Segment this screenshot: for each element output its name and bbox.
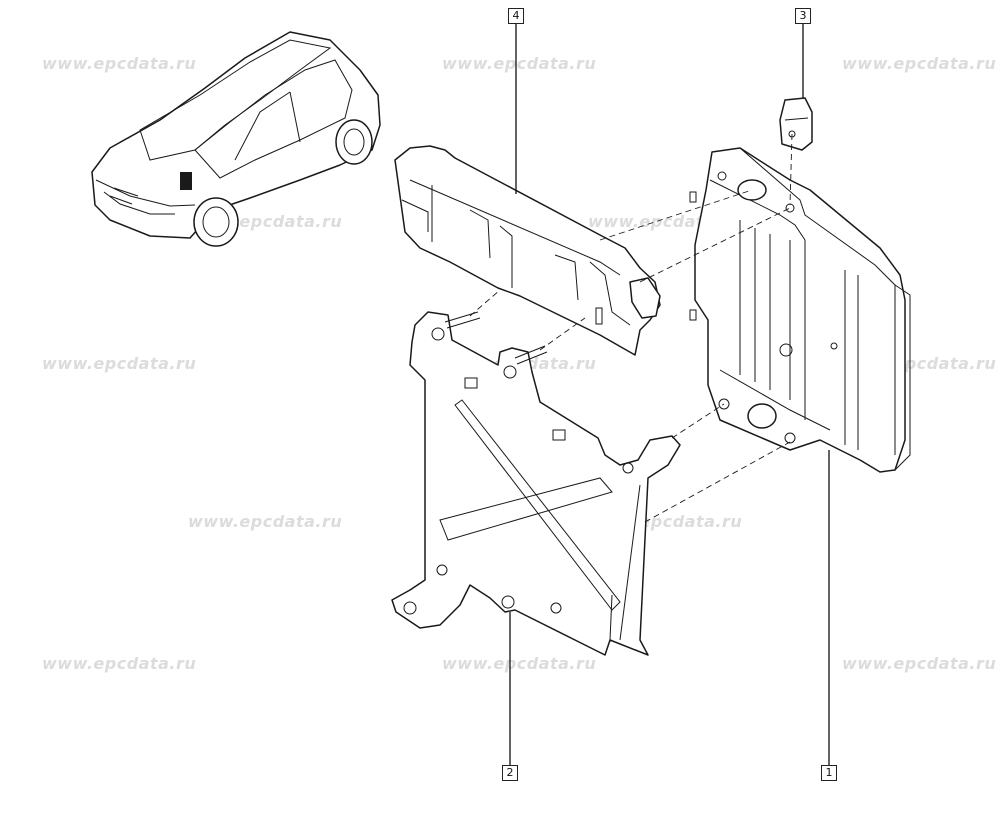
part-4-upper-bracket <box>394 145 661 356</box>
watermark: www.epcdata.ru <box>42 54 197 73</box>
part-3-clip <box>779 97 813 151</box>
part-1-ecu <box>689 147 911 473</box>
callout-3: 3 <box>795 8 811 24</box>
watermark: www.epcdata.ru <box>42 654 197 673</box>
watermark: www.epcdata.ru <box>42 354 197 373</box>
callout-leaders <box>509 24 830 765</box>
assembly-lines <box>469 133 793 523</box>
callout-4: 4 <box>508 8 524 24</box>
car-overview <box>91 31 381 247</box>
ecu-location-marker <box>180 172 192 190</box>
watermark: www.epcdata.ru <box>442 54 597 73</box>
callout-2: 2 <box>502 765 518 781</box>
callout-1: 1 <box>821 765 837 781</box>
watermark: www.epcdata.ru <box>188 512 343 531</box>
watermark: www.epcdata.ru <box>442 654 597 673</box>
watermark: www.epcdata.ru <box>842 54 997 73</box>
part-2-lower-bracket <box>391 311 681 656</box>
watermark: www.epcdata.ru <box>842 654 997 673</box>
